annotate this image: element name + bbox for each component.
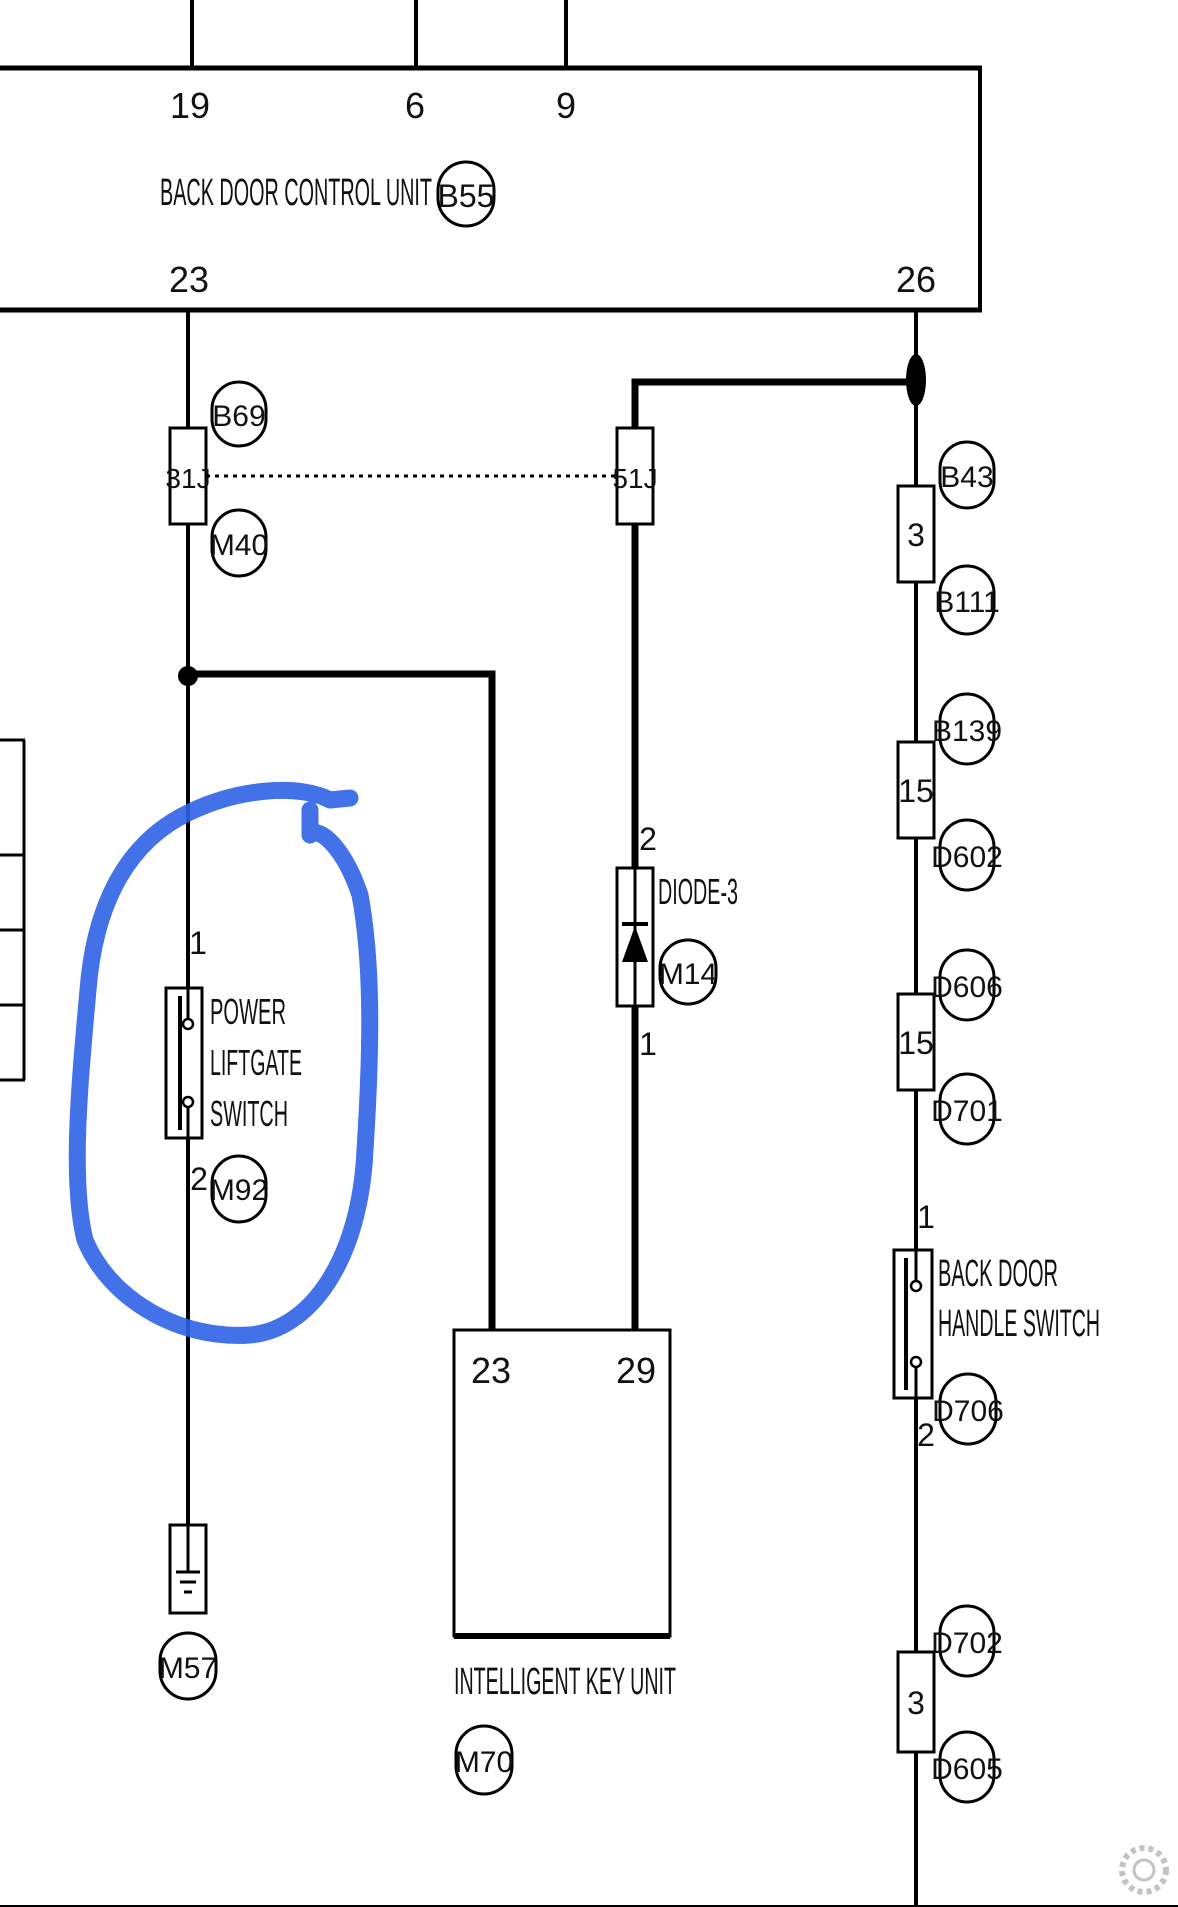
inline-connector-31j: 31J B69 M40 — [165, 380, 268, 578]
right-connector-2: 15 B139 D602 — [896, 692, 1003, 892]
inline-connector-31j-pin: 31J — [165, 463, 210, 494]
right-connector-3-pin: 15 — [898, 1025, 934, 1061]
bdcu-title: BACK DOOR CONTROL UNIT — [160, 172, 432, 214]
key-unit-name: INTELLIGENT KEY UNIT — [454, 1661, 676, 1703]
bdcu-connector: B55 — [438, 178, 495, 214]
handle-switch-pin-top: 1 — [917, 1199, 935, 1235]
bdcu-pin-6: 6 — [405, 85, 425, 126]
diode-pin-bottom: 1 — [639, 1026, 657, 1062]
highlight-circle — [68, 781, 379, 1344]
back-door-control-unit: 19 6 9 BACK DOOR CONTROL UNIT B55 23 26 — [0, 0, 982, 313]
right-connector-4-pin: 3 — [907, 1685, 925, 1721]
bdcu-pin-23: 23 — [169, 259, 209, 300]
right-connector-2-bottom: D602 — [931, 841, 1003, 874]
diode-name: DIODE-3 — [658, 871, 738, 912]
right-connector-3: 15 D606 D701 — [896, 948, 1003, 1146]
right-connector-2-top: B139 — [932, 715, 1002, 748]
handle-switch-label-1: BACK DOOR — [938, 1253, 1058, 1295]
handle-switch-connector: D706 — [932, 1395, 1004, 1428]
handle-switch-pin-bottom: 2 — [917, 1417, 935, 1453]
inline-connector-51j-pin: 51J — [612, 463, 657, 494]
key-unit-pin-23: 23 — [471, 1350, 511, 1391]
diode-3: 2 1 DIODE-3 M14 — [615, 821, 738, 1062]
bdcu-pin-19: 19 — [170, 85, 210, 126]
ground: M57 — [158, 1523, 218, 1701]
right-connector-1: 3 B43 B111 — [896, 440, 1000, 636]
right-connector-2-pin: 15 — [898, 773, 934, 809]
bdcu-pin-26: 26 — [896, 259, 936, 300]
diode-connector: M14 — [659, 958, 717, 991]
back-door-handle-switch: 1 2 BACK DOOR HANDLE SWITCH D706 — [892, 1199, 1100, 1453]
key-unit-pin-29: 29 — [616, 1350, 656, 1391]
power-liftgate-switch-label-2: LIFTGATE — [210, 1042, 302, 1083]
right-connector-3-bottom: D701 — [931, 1095, 1003, 1128]
power-liftgate-switch-pin-top: 1 — [189, 925, 207, 961]
handle-switch-label-2: HANDLE SWITCH — [938, 1303, 1100, 1345]
inline-connector-51j: 51J — [612, 426, 658, 526]
middle-wire — [631, 378, 916, 1330]
ground-connector: M57 — [159, 1652, 217, 1685]
bdcu-pin-9: 9 — [556, 85, 576, 126]
right-connector-4-top: D702 — [931, 1627, 1003, 1660]
diode-symbol-icon — [622, 926, 648, 962]
right-connector-4-bottom: D605 — [931, 1753, 1003, 1786]
power-liftgate-switch-pin-bottom: 2 — [190, 1161, 208, 1197]
power-liftgate-switch-label-3: SWITCH — [210, 1093, 288, 1134]
right-connector-4: 3 D702 D605 — [896, 1604, 1003, 1804]
right-connector-1-bottom: B111 — [934, 586, 1000, 619]
power-liftgate-switch: 1 2 POWER LIFTGATE SWITCH M92 — [164, 925, 302, 1224]
bdcu-connector-badge — [436, 160, 496, 228]
power-liftgate-switch-connector: M92 — [210, 1174, 268, 1207]
inline-connector-31j-bottom: M40 — [210, 529, 268, 562]
right-connector-3-top: D606 — [931, 971, 1003, 1004]
splice-dot-right — [906, 354, 926, 406]
key-unit-connector: M70 — [455, 1746, 513, 1779]
diode-pin-top: 2 — [639, 821, 657, 857]
right-connector-1-pin: 3 — [907, 517, 925, 553]
inline-connector-31j-top: B69 — [212, 400, 265, 433]
power-liftgate-switch-label-1: POWER — [210, 991, 286, 1032]
right-connector-1-top: B43 — [940, 461, 993, 494]
watermark-icon — [1119, 1845, 1169, 1895]
partial-left-component — [0, 738, 26, 1082]
intelligent-key-unit: 23 29 INTELLIGENT KEY UNIT M70 — [452, 1328, 676, 1796]
